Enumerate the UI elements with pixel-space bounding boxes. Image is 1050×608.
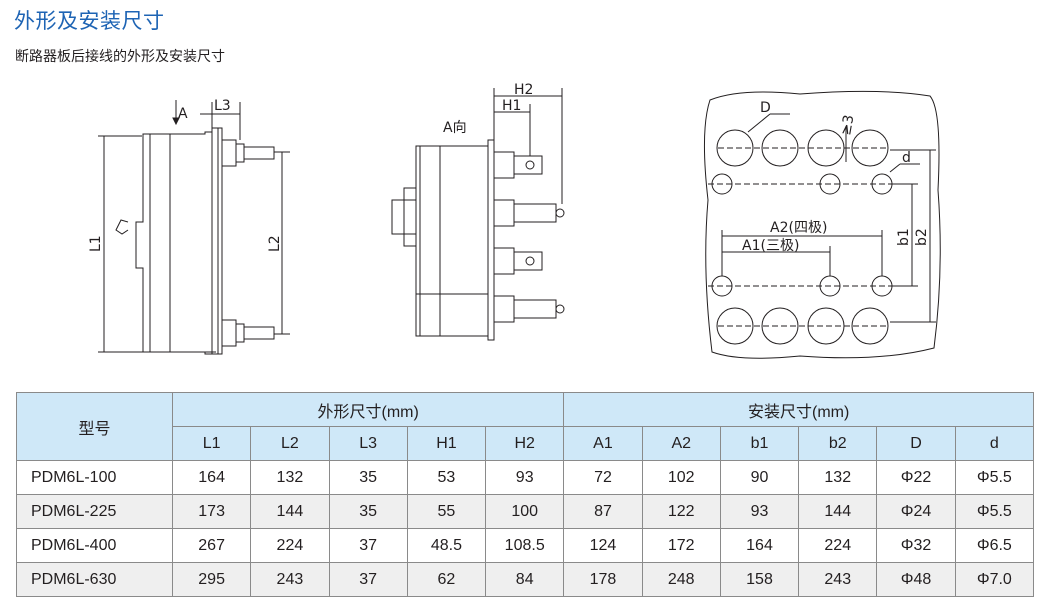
table-cell: 243 bbox=[798, 562, 878, 597]
table-cell: 295 bbox=[171, 562, 252, 597]
table-row: PDM6L-400 267 224 37 48.5 108.5 124 172 … bbox=[16, 528, 1035, 563]
table-cell: 48.5 bbox=[406, 528, 487, 563]
table-cell: 37 bbox=[328, 562, 408, 597]
header-model: 型号 bbox=[16, 392, 173, 461]
label-a1: A1(三极) bbox=[742, 238, 799, 254]
table-cell: 124 bbox=[563, 528, 643, 563]
table-cell: 37 bbox=[328, 528, 408, 563]
page-title: 外形及安装尺寸 bbox=[14, 9, 165, 33]
label-min-gap: ≥3 bbox=[838, 114, 857, 137]
label-h2: H2 bbox=[514, 82, 533, 98]
table-cell: 72 bbox=[563, 460, 643, 495]
table-cell: 173 bbox=[171, 494, 252, 529]
label-a2: A2(四极) bbox=[770, 220, 827, 236]
table-row: PDM6L-225 173 144 35 55 100 87 122 93 14… bbox=[16, 494, 1035, 529]
table-cell: 35 bbox=[328, 460, 408, 495]
table-cell: 224 bbox=[250, 528, 330, 563]
header-col: H1 bbox=[406, 426, 487, 461]
table-cell: 84 bbox=[485, 562, 565, 597]
table-cell: 55 bbox=[406, 494, 487, 529]
table-cell: 100 bbox=[485, 494, 565, 529]
table-cell: 132 bbox=[250, 460, 330, 495]
header-col: d bbox=[954, 426, 1035, 461]
dimension-drawings: A L3 L1 L2 H2 H1 A向 D ≥3 d A2(四极) A1(三极)… bbox=[0, 70, 1050, 370]
table-cell: 248 bbox=[641, 562, 721, 597]
table-cell: Φ5.5 bbox=[954, 460, 1035, 495]
table-cell: 132 bbox=[798, 460, 878, 495]
table-cell: 93 bbox=[485, 460, 565, 495]
label-l1: L1 bbox=[88, 235, 104, 252]
header-col: H2 bbox=[485, 426, 565, 461]
table-cell: 164 bbox=[719, 528, 800, 563]
header-col: b2 bbox=[798, 426, 878, 461]
table-cell: Φ24 bbox=[876, 494, 956, 529]
label-h1: H1 bbox=[502, 98, 521, 114]
table-cell: 224 bbox=[798, 528, 878, 563]
dimension-table: 型号 外形尺寸(mm) 安装尺寸(mm) L1 L2 L3 H1 H2 A1 A… bbox=[16, 392, 1035, 597]
drawings-svg: A L3 L1 L2 H2 H1 A向 D ≥3 d A2(四极) A1(三极)… bbox=[88, 82, 941, 359]
table-row: PDM6L-630 295 243 37 62 84 178 248 158 2… bbox=[16, 562, 1035, 597]
table-cell: 267 bbox=[171, 528, 252, 563]
table-cell: 62 bbox=[406, 562, 487, 597]
header-col: L2 bbox=[250, 426, 330, 461]
table-cell: Φ7.0 bbox=[954, 562, 1035, 597]
front-view bbox=[391, 88, 565, 341]
table-cell: 35 bbox=[328, 494, 408, 529]
table-cell: 53 bbox=[406, 460, 487, 495]
page-subtitle: 断路器板后接线的外形及安装尺寸 bbox=[15, 49, 225, 65]
table-cell: 243 bbox=[250, 562, 330, 597]
table-cell: 102 bbox=[641, 460, 721, 495]
table-header: 型号 外形尺寸(mm) 安装尺寸(mm) L1 L2 L3 H1 H2 A1 A… bbox=[16, 392, 1035, 461]
table-cell: 172 bbox=[641, 528, 721, 563]
header-col: L1 bbox=[171, 426, 252, 461]
label-b2: b2 bbox=[914, 228, 930, 246]
table-cell: Φ5.5 bbox=[954, 494, 1035, 529]
table-cell: 90 bbox=[719, 460, 800, 495]
table-cell: 122 bbox=[641, 494, 721, 529]
table-body: PDM6L-100 164 132 35 53 93 72 102 90 132… bbox=[16, 460, 1035, 597]
table-cell: 144 bbox=[798, 494, 878, 529]
table-cell: Φ22 bbox=[876, 460, 956, 495]
cell-model: PDM6L-100 bbox=[16, 460, 173, 495]
side-view bbox=[98, 100, 290, 355]
table-cell: Φ6.5 bbox=[954, 528, 1035, 563]
table-cell: Φ48 bbox=[876, 562, 956, 597]
label-a: A bbox=[178, 106, 188, 122]
table-cell: 144 bbox=[250, 494, 330, 529]
table-cell: 164 bbox=[171, 460, 252, 495]
header-outline-group: 外形尺寸(mm) bbox=[171, 392, 565, 427]
label-l3: L3 bbox=[214, 98, 231, 114]
cell-model: PDM6L-400 bbox=[16, 528, 173, 563]
header-col: L3 bbox=[328, 426, 408, 461]
table-cell: 87 bbox=[563, 494, 643, 529]
label-a-view: A向 bbox=[443, 120, 467, 136]
header-col: A2 bbox=[641, 426, 721, 461]
cell-model: PDM6L-630 bbox=[16, 562, 173, 597]
mounting-view bbox=[703, 90, 941, 359]
table-cell: 178 bbox=[563, 562, 643, 597]
table-cell: 158 bbox=[719, 562, 800, 597]
table-cell: 93 bbox=[719, 494, 800, 529]
table-row: PDM6L-100 164 132 35 53 93 72 102 90 132… bbox=[16, 460, 1035, 495]
label-b1: b1 bbox=[896, 228, 912, 246]
label-l2: L2 bbox=[267, 235, 283, 252]
table-cell: Φ32 bbox=[876, 528, 956, 563]
header-col: D bbox=[876, 426, 956, 461]
label-d-large: D bbox=[760, 100, 771, 116]
cell-model: PDM6L-225 bbox=[16, 494, 173, 529]
table-cell: 108.5 bbox=[485, 528, 565, 563]
header-col: A1 bbox=[563, 426, 643, 461]
header-col: b1 bbox=[719, 426, 800, 461]
label-d-small: d bbox=[902, 150, 911, 166]
header-mount-group: 安装尺寸(mm) bbox=[563, 392, 1034, 427]
